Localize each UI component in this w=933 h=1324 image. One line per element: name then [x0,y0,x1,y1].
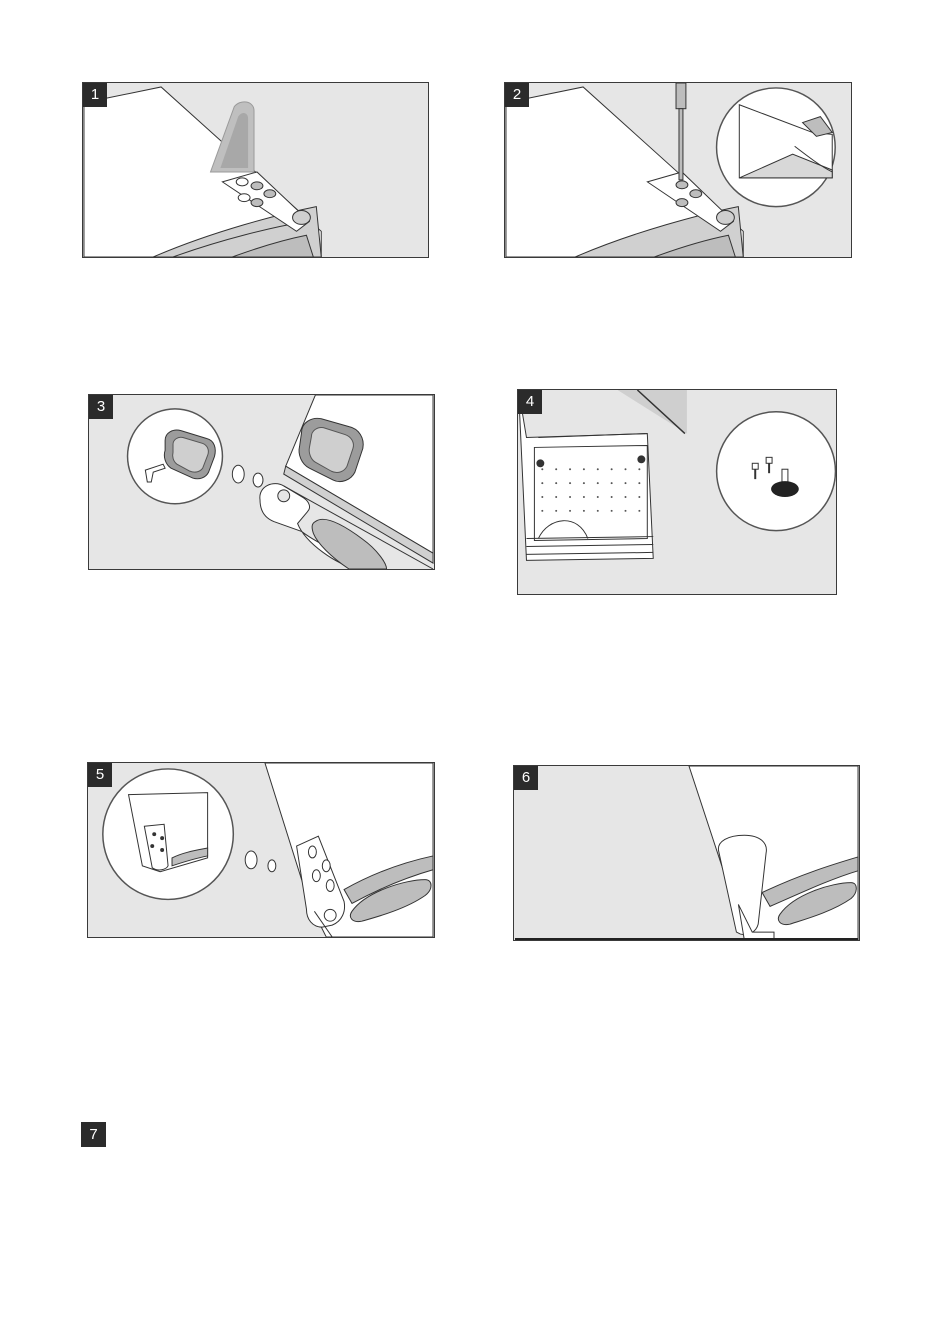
step-1-illustration: 1 [82,82,429,258]
cover-refit-drawing [514,766,859,940]
step-3-badge: 3 [89,395,113,419]
step-5-illustration: 5 [87,762,435,938]
step-1-badge: 1 [83,83,107,107]
step-6-badge: 6 [514,766,538,790]
appliance-back-panel-drawing [518,390,836,594]
step-3-illustration: 3 [88,394,435,570]
step-2-illustration: 2 [504,82,852,258]
cover-cap-drawing [89,395,434,569]
step-4-illustration: 4 [517,389,837,595]
step-4-badge: 4 [518,390,542,414]
step-5-badge: 5 [88,763,112,787]
step-6-illustration: 6 [513,765,860,941]
hinge-unscrewing-drawing [505,83,851,257]
step-7-badge: 7 [81,1122,106,1147]
hinge-cover-removal-drawing [83,83,428,257]
step-2-badge: 2 [505,83,529,107]
hinge-reinstall-drawing [88,763,434,937]
